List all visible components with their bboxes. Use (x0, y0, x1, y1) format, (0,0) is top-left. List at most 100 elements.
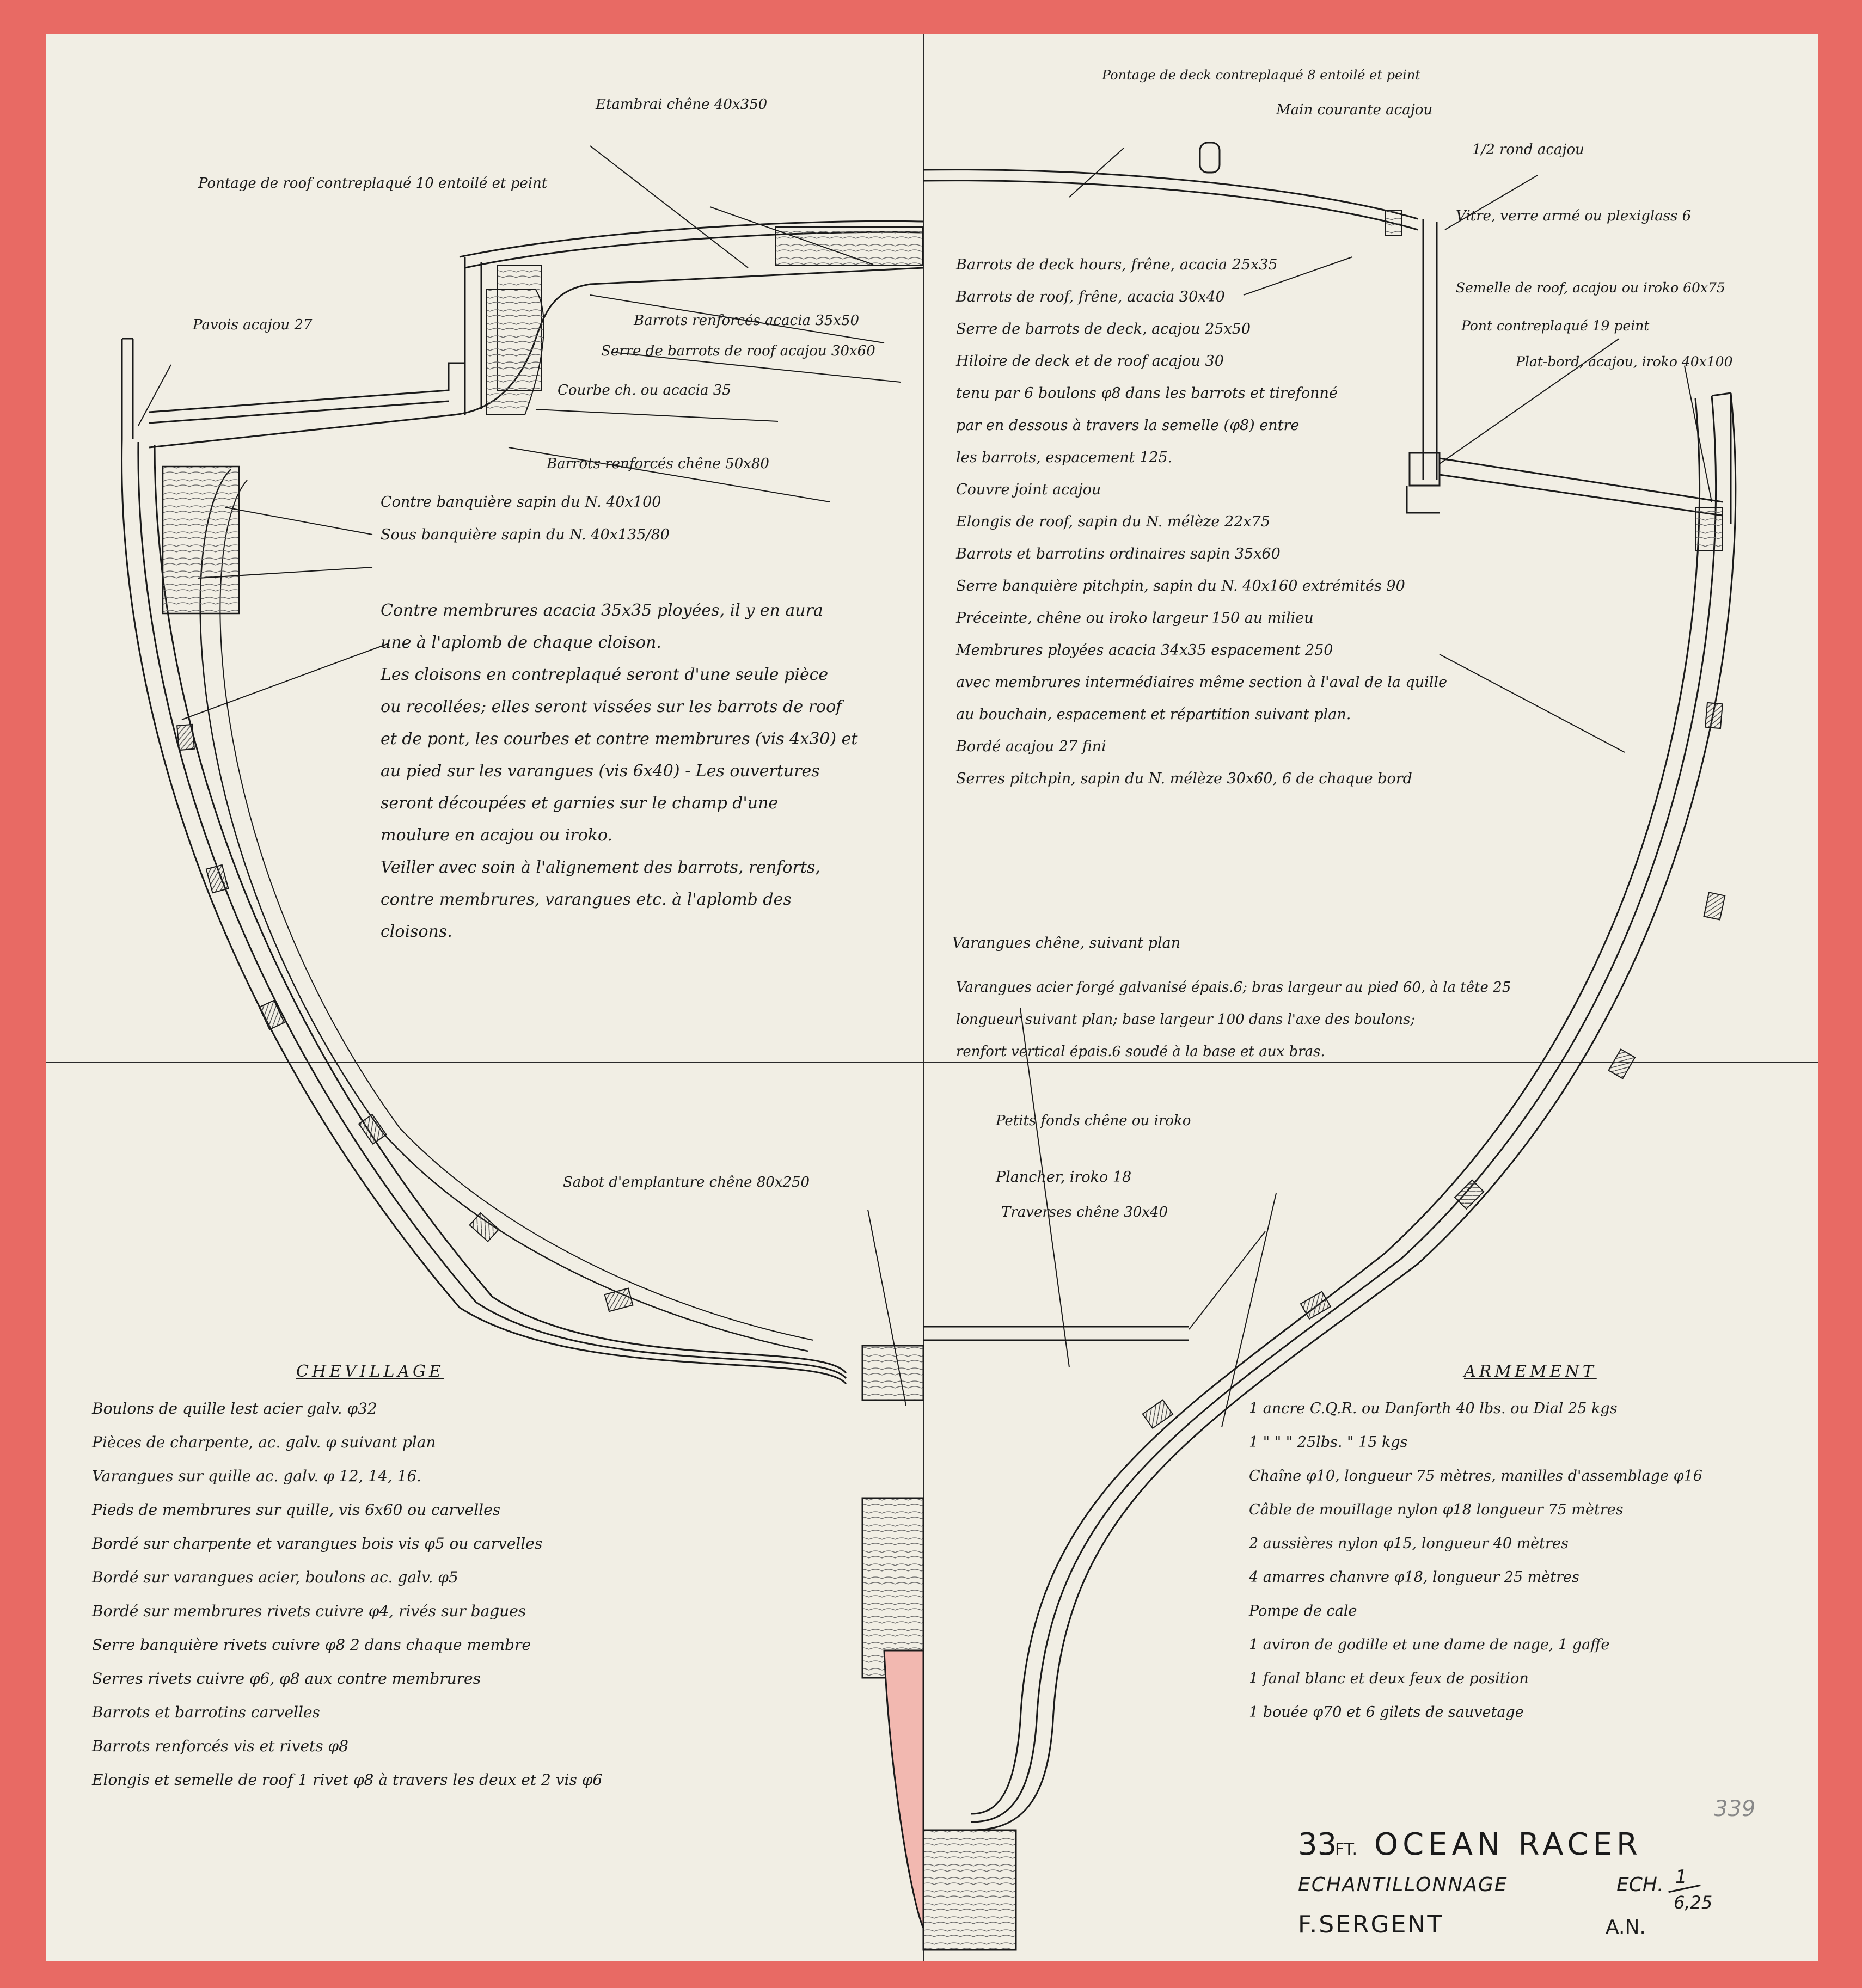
note-line: Elongis de roof, sapin du N. mélèze 22x7… (956, 513, 1270, 530)
chevillage-item: Barrots et barrotins carvelles (92, 1703, 320, 1721)
title-scale-prefix: ECH. (1616, 1874, 1664, 1896)
note-line: Hiloire de deck et de roof acajou 30 (956, 353, 1224, 370)
callout-plat-bord: Plat-bord, acajou, iroko 40x100 (1516, 354, 1733, 370)
title-subtitle: ECHANTILLONNAGE (1298, 1874, 1508, 1896)
note-line: Serre banquière pitchpin, sapin du N. 40… (956, 578, 1405, 594)
armement-item: 4 amarres chanvre φ18, longueur 25 mètre… (1249, 1569, 1579, 1586)
title-name: OCEAN RACER (1374, 1827, 1642, 1862)
armement-title: ARMEMENT (1464, 1362, 1597, 1381)
note-line: Serre de barrots de deck, acajou 25x50 (956, 321, 1251, 338)
callout-vitre: Vitre, verre armé ou plexiglass 6 (1456, 208, 1692, 224)
armement-item: 1 ancre C.Q.R. ou Danforth 40 lbs. ou Di… (1249, 1400, 1618, 1417)
note-line: Serres pitchpin, sapin du N. mélèze 30x6… (956, 770, 1412, 787)
notes-right-paragraph: Barrots de deck hours, frêne, acacia 25x… (956, 249, 1447, 795)
note-line: longueur suivant plan; base largeur 100 … (956, 1011, 1416, 1028)
notes-varangues: Varangues acier forgé galvanisé épais.6;… (956, 971, 1511, 1067)
armement-item: 1 fanal blanc et deux feux de position (1249, 1670, 1529, 1687)
chevillage-item: Bordé sur varangues acier, boulons ac. g… (92, 1568, 458, 1586)
callout-sous-banquiere: Sous banquière sapin du N. 40x135/80 (381, 526, 670, 543)
note-line: Préceinte, chêne ou iroko largeur 150 au… (956, 610, 1314, 627)
callout-demi-rond: 1/2 rond acajou (1472, 142, 1584, 158)
title-designer: F.SERGENT (1298, 1911, 1444, 1938)
title-scale-den: 6,25 (1674, 1892, 1713, 1913)
callout-pontage-roof: Pontage de roof contreplaqué 10 entoilé … (198, 175, 548, 192)
note-line: au bouchain, espacement et répartition s… (956, 706, 1351, 723)
frames-left (176, 723, 634, 1312)
carlin-left (162, 465, 240, 615)
note-line: Les cloisons en contreplaqué seront d'un… (381, 665, 829, 684)
callout-petits-fonds: Petits fonds chêne ou iroko (996, 1113, 1191, 1129)
note-line: Barrots de roof, frêne, acacia 30x40 (956, 289, 1225, 305)
chevillage-item: Elongis et semelle de roof 1 rivet φ8 à … (92, 1771, 603, 1789)
chevillage-item: Bordé sur membrures rivets cuivre φ4, ri… (92, 1602, 526, 1620)
note-line: Barrots et barrotins ordinaires sapin 35… (956, 545, 1281, 562)
chevillage-item: Varangues sur quille ac. galv. φ 12, 14,… (92, 1467, 422, 1485)
note-line: Varangues acier forgé galvanisé épais.6;… (956, 979, 1511, 996)
note-line: contre membrures, varangues etc. à l'apl… (381, 890, 792, 909)
title-size: 33 (1298, 1827, 1337, 1862)
note-line: moulure en acajou ou iroko. (381, 826, 612, 845)
callout-sabot-emplanture: Sabot d'emplanture chêne 80x250 (563, 1174, 810, 1191)
chevillage-item: Pieds de membrures sur quille, vis 6x60 … (92, 1501, 501, 1519)
callout-barrots-renforces-chene: Barrots renforcés chêne 50x80 (547, 456, 769, 472)
note-line: et de pont, les courbes et contre membru… (381, 729, 858, 748)
note-line: Barrots de deck hours, frêne, acacia 25x… (956, 256, 1278, 273)
callout-contre-banquiere: Contre banquière sapin du N. 40x100 (381, 494, 661, 511)
note-line: les barrots, espacement 125. (956, 449, 1173, 466)
chevillage-item: Barrots renforcés vis et rivets φ8 (92, 1737, 348, 1755)
title-scale-num: 1 (1675, 1866, 1687, 1888)
hull-section-drawing (46, 34, 1818, 1961)
chevillage-item: Serre banquière rivets cuivre φ8 2 dans … (92, 1636, 531, 1654)
callout-etambrai: Etambrai chêne 40x350 (596, 96, 768, 113)
callout-serre-barrots-roof: Serre de barrots de roof acajou 30x60 (601, 343, 875, 359)
note-line: par en dessous à travers la semelle (φ8)… (956, 417, 1300, 434)
note-line: Couvre joint acajou (956, 481, 1101, 498)
callout-plancher: Plancher, iroko 18 (996, 1169, 1132, 1186)
drawing-sheet: Etambrai chêne 40x350 Pontage de roof co… (46, 34, 1818, 1961)
armement-item: Câble de mouillage nylon φ18 longueur 75… (1249, 1501, 1624, 1518)
chevillage-item: Boulons de quille lest acier galv. φ32 (92, 1400, 377, 1418)
callout-pont-contreplaque: Pont contreplaqué 19 peint (1461, 318, 1650, 334)
callout-varangues-chene: Varangues chêne, suivant plan (952, 935, 1181, 952)
leader-lines (138, 145, 1712, 1428)
chevillage-list: Boulons de quille lest acier galv. φ32 P… (92, 1392, 602, 1797)
frames-right (1142, 702, 1726, 1429)
callout-pavois: Pavois acajou 27 (193, 317, 313, 333)
armement-item: 1 bouée φ70 et 6 gilets de sauvetage (1249, 1704, 1524, 1721)
chevillage-item: Serres rivets cuivre φ6, φ8 aux contre m… (92, 1670, 481, 1688)
title-size-unit: FT. (1335, 1840, 1358, 1859)
callout-traverses: Traverses chêne 30x40 (1001, 1204, 1168, 1220)
note-line: seront découpées et garnies sur le champ… (381, 794, 779, 813)
keel-right (922, 1829, 1017, 1951)
note-line: ou recollées; elles seront vissées sur l… (381, 697, 842, 716)
armement-item: 2 aussières nylon φ15, longueur 40 mètre… (1249, 1535, 1569, 1552)
note-line: au pied sur les varangues (vis 6x40) - L… (381, 762, 820, 781)
callout-pontage-deck: Pontage de deck contreplaqué 8 entoilé e… (1102, 68, 1420, 83)
chevillage-item: Bordé sur charpente et varangues bois vi… (92, 1535, 543, 1553)
callout-courbe: Courbe ch. ou acacia 35 (558, 382, 731, 398)
chevillage-item: Pièces de charpente, ac. galv. φ suivant… (92, 1433, 436, 1451)
note-line: renfort vertical épais.6 soudé à la base… (956, 1044, 1325, 1060)
callout-semelle-roof: Semelle de roof, acajou ou iroko 60x75 (1456, 280, 1725, 296)
deck-right (923, 169, 1723, 1341)
coaming-post-right (1385, 210, 1402, 236)
note-line: avec membrures intermédiaires même secti… (956, 674, 1447, 691)
chevillage-title: CHEVILLAGE (296, 1362, 444, 1381)
note-line: Membrures ployées acacia 34x35 espacemen… (956, 642, 1333, 659)
title-initials: A.N. (1606, 1916, 1646, 1938)
note-line: Bordé acajou 27 fini (956, 738, 1106, 755)
armement-item: Chaîne φ10, longueur 75 mètres, manilles… (1249, 1468, 1702, 1484)
note-line: Veiller avec soin à l'alignement des bar… (381, 858, 820, 877)
sheer-clamp-right (1695, 507, 1723, 551)
note-line: Contre membrures acacia 35x35 ployées, i… (381, 601, 823, 620)
armement-item: Pompe de cale (1249, 1603, 1357, 1619)
handrail-right (1199, 142, 1221, 174)
callout-main-courante: Main courante acajou (1276, 102, 1433, 118)
notes-left-paragraph: Contre membrures acacia 35x35 ployées, i… (381, 594, 857, 948)
callout-barrots-renforces-acacia: Barrots renforcés acacia 35x50 (634, 312, 860, 329)
note-line: une à l'aplomb de chaque cloison. (381, 633, 661, 652)
note-line: tenu par 6 boulons φ8 dans les barrots e… (956, 385, 1338, 402)
sheet-number: 339 (1714, 1796, 1756, 1821)
knee-left (486, 289, 544, 415)
keel (861, 1345, 924, 1929)
